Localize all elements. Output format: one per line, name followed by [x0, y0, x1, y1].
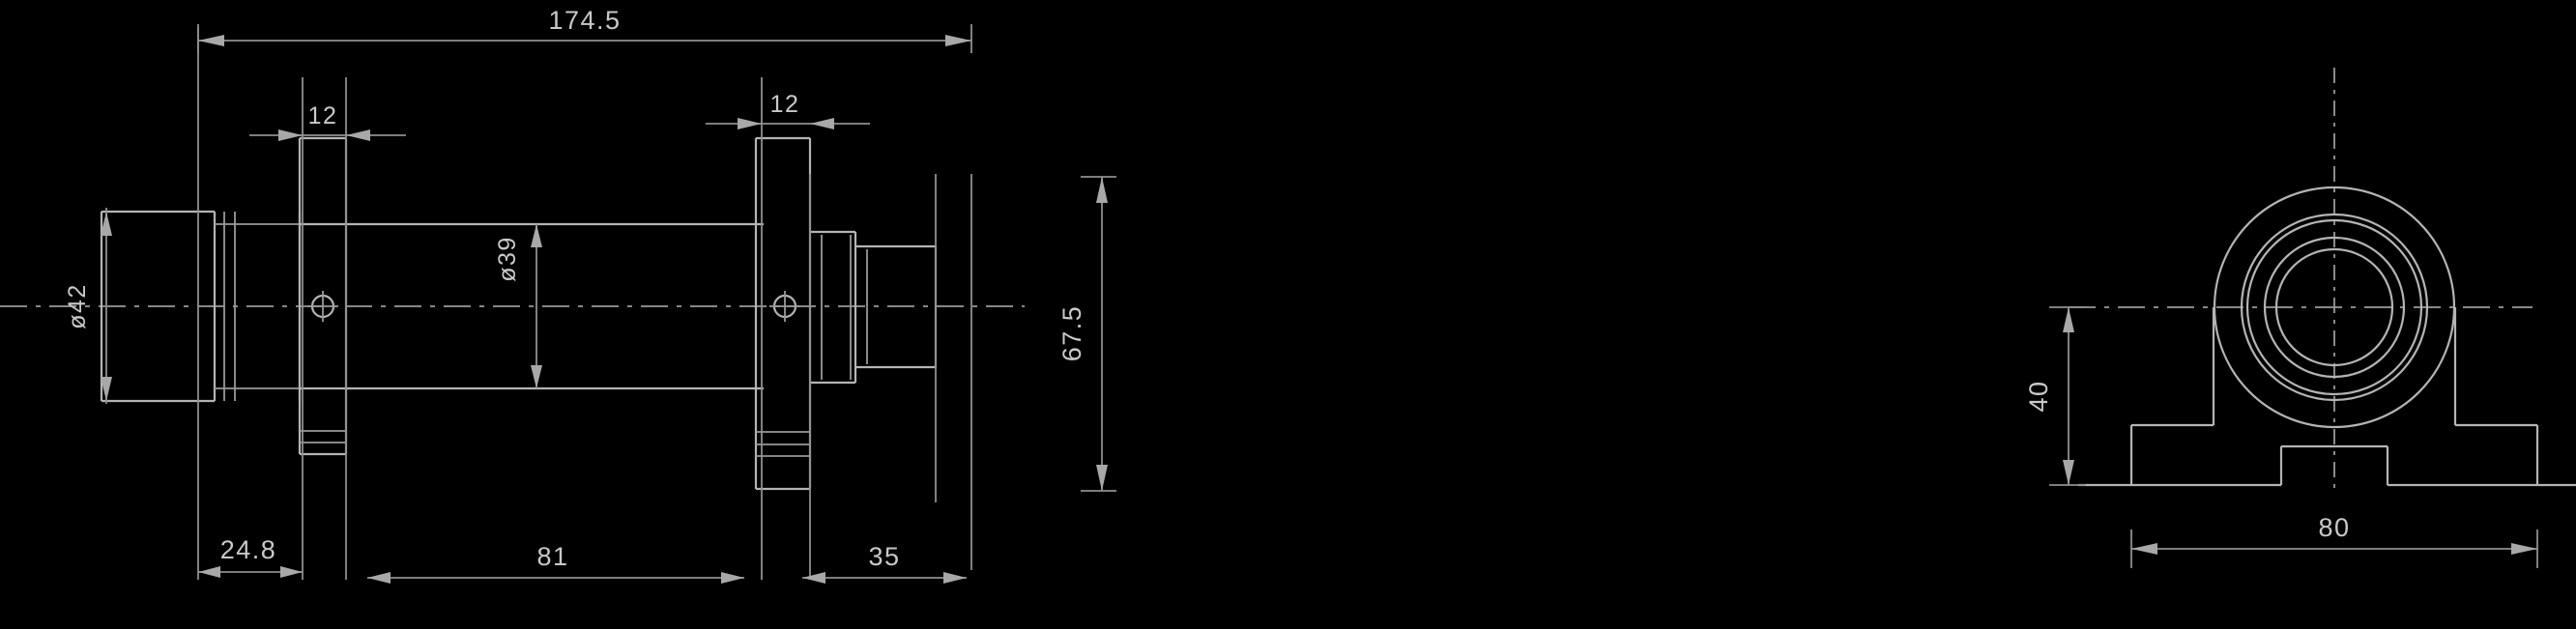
- housing-base-profile: [2078, 307, 2576, 487]
- dim-left-flange-text: 12: [308, 102, 338, 129]
- side-section-view: 174.5 12 12 ø42 ø39: [0, 6, 1116, 584]
- dimension-height-right: 67.5: [1057, 176, 1116, 492]
- dim-left-offset-text: 24.8: [220, 535, 277, 564]
- dim-right-span-text: 35: [868, 542, 900, 571]
- dimension-left-flange-thickness: 12: [249, 102, 406, 141]
- right-hub-steps: [810, 230, 938, 385]
- dim-base-height-text: 40: [2024, 380, 2053, 412]
- dimension-base-width: 80: [2130, 513, 2538, 568]
- centerline-symbol-right: [769, 291, 800, 322]
- dimension-right-flange-thickness: 12: [706, 91, 870, 129]
- dim-overall-length-text: 174.5: [548, 6, 621, 35]
- left-boss-outline: [100, 210, 300, 403]
- dimension-left-offset: 24.8: [198, 535, 303, 578]
- dim-height-right-text: 67.5: [1057, 305, 1086, 362]
- dim-shaft-diameter-center-text: ø39: [494, 236, 521, 282]
- dim-center-span-text: 81: [536, 542, 568, 571]
- dim-base-width-text: 80: [2318, 513, 2350, 542]
- right-flange: [754, 136, 812, 491]
- dimension-shaft-diameter-center: ø39: [494, 224, 542, 388]
- dim-right-flange-text: 12: [770, 91, 800, 118]
- centerline-symbol-left: [307, 291, 338, 322]
- end-view: 40 80: [2024, 68, 2576, 568]
- dimension-bore-diameter-left: ø42: [64, 208, 112, 404]
- dimension-right-span: 35: [802, 542, 967, 584]
- dimension-base-height: 40: [2024, 306, 2086, 486]
- dim-bore-diameter-left-text: ø42: [64, 283, 91, 329]
- dimension-center-span: 81: [367, 542, 744, 584]
- dimension-overall-length: 174.5: [197, 6, 972, 53]
